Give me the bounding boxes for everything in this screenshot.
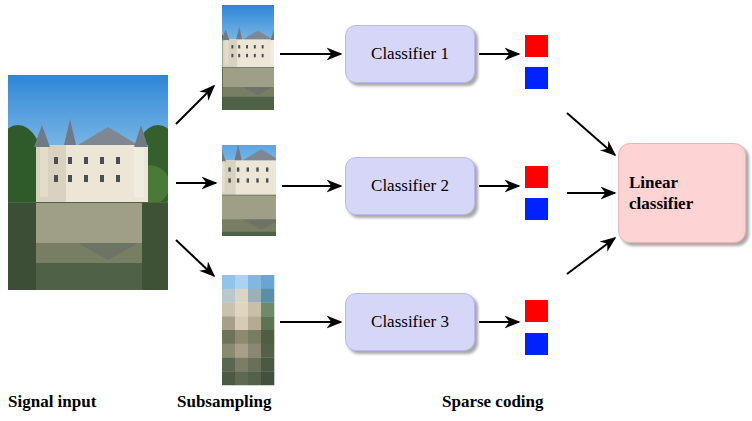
stage-label: Subsampling: [177, 392, 272, 412]
classifier-box: Classifier 3: [345, 293, 475, 351]
pixel: [222, 344, 235, 358]
sparse-code: [525, 35, 548, 355]
stage-label: Sparse coding: [442, 392, 544, 412]
pixel: [235, 303, 248, 317]
pixel: [222, 289, 235, 303]
pixel: [222, 316, 235, 330]
pixel: [261, 303, 274, 317]
pixel: [222, 358, 235, 372]
pixel: [261, 275, 274, 289]
pixel: [235, 371, 248, 385]
classifier-box: Classifier 1: [345, 25, 475, 83]
pixel: [261, 316, 274, 330]
node-label: Classifier 2: [371, 175, 449, 196]
pixel: [235, 275, 248, 289]
pixel: [222, 303, 235, 317]
pixel: [248, 371, 261, 385]
node-label: Classifier 1: [371, 43, 449, 64]
classifier-box: Classifier 2: [345, 157, 475, 215]
pixel: [248, 316, 261, 330]
castle-photo: [0, 75, 182, 290]
arrows: [176, 54, 615, 322]
pixel: [222, 371, 235, 385]
pixel: [222, 275, 235, 289]
stage-label: Signal input: [8, 392, 96, 412]
pixel: [222, 330, 235, 344]
pixel: [248, 289, 261, 303]
subsampled-image: [201, 5, 294, 110]
pixel: [235, 358, 248, 372]
pixel: [261, 358, 274, 372]
pixel: [248, 275, 261, 289]
pixel: [248, 330, 261, 344]
pixel: [261, 344, 274, 358]
pixel: [261, 371, 274, 385]
pixel: [235, 289, 248, 303]
node-label: Linear classifier: [629, 172, 735, 215]
pixel: [248, 358, 261, 372]
pixel: [235, 344, 248, 358]
node-label: Classifier 3: [371, 311, 449, 332]
linear-classifier-box: Linear classifier: [618, 143, 746, 243]
pixel: [235, 330, 248, 344]
pixel: [235, 316, 248, 330]
pixel: [248, 344, 261, 358]
pixel: [261, 330, 274, 344]
pixel: [248, 303, 261, 317]
pixelated-image: [222, 275, 274, 385]
pixel: [261, 289, 274, 303]
